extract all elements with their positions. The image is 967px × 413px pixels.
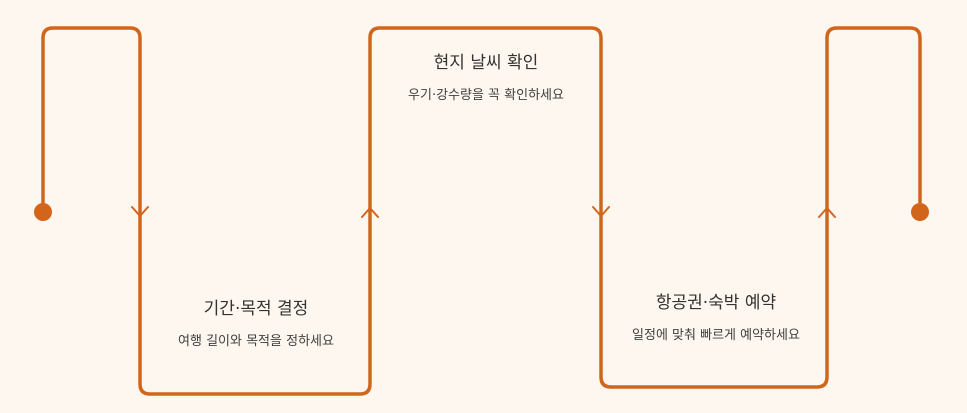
step-3: 항공권·숙박 예약 일정에 맞춰 빠르게 예약하세요 xyxy=(626,292,806,345)
step-title: 기간·목적 결정 xyxy=(203,299,309,319)
end-dot xyxy=(911,203,929,221)
step-description: 우기·강수량을 꼭 확인하세요 xyxy=(408,88,564,103)
arrow-down-icon xyxy=(592,206,610,217)
step-title: 항공권·숙박 예약 xyxy=(655,293,777,313)
step-description: 일정에 맞춰 빠르게 예약하세요 xyxy=(632,328,800,343)
arrow-up-icon xyxy=(818,207,836,218)
arrow-down-icon xyxy=(131,206,149,217)
arrow-up-icon xyxy=(361,207,379,218)
step-title: 현지 날씨 확인 xyxy=(433,53,539,73)
start-dot xyxy=(34,203,52,221)
step-2: 현지 날씨 확인 우기·강수량을 꼭 확인하세요 xyxy=(396,52,576,105)
step-1: 기간·목적 결정 여행 길이와 목적을 정하세요 xyxy=(166,298,346,351)
step-description: 여행 길이와 목적을 정하세요 xyxy=(178,334,334,349)
flow-line xyxy=(41,26,922,396)
